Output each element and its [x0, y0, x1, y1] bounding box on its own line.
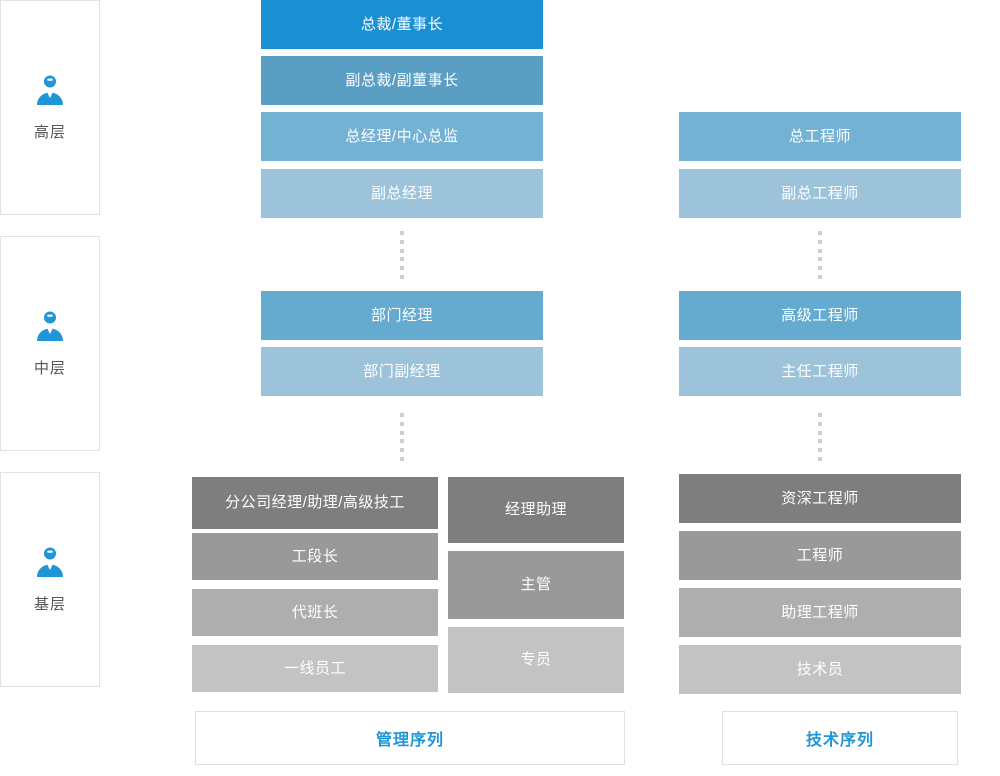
sequence-label[interactable]: 技术序列 — [722, 711, 958, 765]
position-box[interactable]: 分公司经理/助理/高级技工 — [192, 477, 438, 529]
position-box[interactable]: 副总工程师 — [679, 169, 961, 218]
person-tie-icon — [33, 309, 67, 343]
position-box[interactable]: 主管 — [448, 551, 624, 619]
level-card: 中层 — [0, 236, 100, 451]
level-card: 基层 — [0, 472, 100, 687]
dotted-connector — [400, 231, 404, 279]
person-tie-icon — [33, 73, 67, 107]
level-label: 中层 — [33, 360, 66, 377]
position-box[interactable]: 主任工程师 — [679, 347, 961, 396]
level-label: 高层 — [33, 124, 66, 141]
dotted-connector — [818, 231, 822, 279]
position-box[interactable]: 总经理/中心总监 — [261, 112, 543, 161]
position-box[interactable]: 高级工程师 — [679, 291, 961, 340]
position-box[interactable]: 技术员 — [679, 645, 961, 694]
position-box[interactable]: 一线员工 — [192, 645, 438, 692]
level-card: 高层 — [0, 0, 100, 215]
person-tie-icon — [33, 545, 67, 579]
dotted-connector — [400, 413, 404, 461]
level-label: 基层 — [33, 596, 66, 613]
position-box[interactable]: 部门副经理 — [261, 347, 543, 396]
position-box[interactable]: 资深工程师 — [679, 474, 961, 523]
position-box[interactable]: 副总裁/副董事长 — [261, 56, 543, 105]
position-box[interactable]: 副总经理 — [261, 169, 543, 218]
position-box[interactable]: 助理工程师 — [679, 588, 961, 637]
sequence-label[interactable]: 管理序列 — [195, 711, 625, 765]
position-box[interactable]: 总裁/董事长 — [261, 0, 543, 49]
position-box[interactable]: 专员 — [448, 627, 624, 693]
position-box[interactable]: 工段长 — [192, 533, 438, 580]
position-box[interactable]: 总工程师 — [679, 112, 961, 161]
position-box[interactable]: 代班长 — [192, 589, 438, 636]
dotted-connector — [818, 413, 822, 461]
position-box[interactable]: 部门经理 — [261, 291, 543, 340]
position-box[interactable]: 经理助理 — [448, 477, 624, 543]
position-box[interactable]: 工程师 — [679, 531, 961, 580]
